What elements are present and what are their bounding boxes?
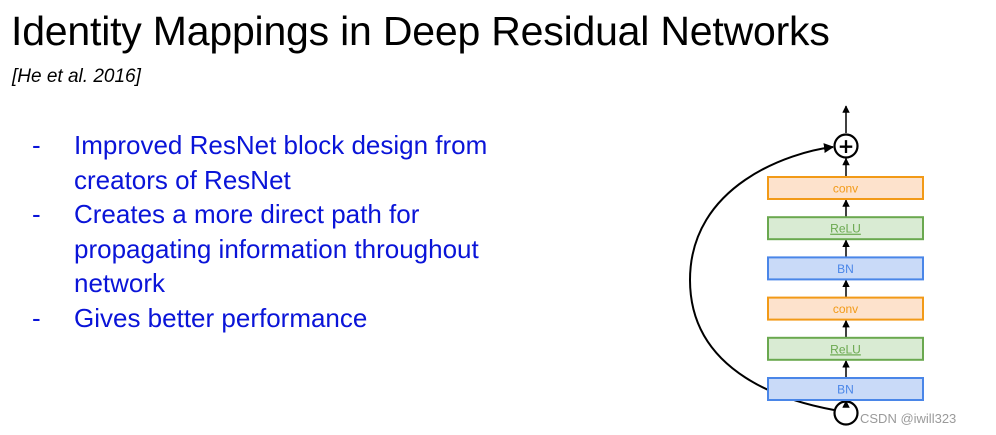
bullet-dash: -	[32, 302, 41, 333]
bn-layer-box	[767, 377, 924, 401]
input-node	[833, 400, 859, 426]
citation: [He et al. 2016]	[12, 66, 141, 87]
bullet-list: - Improved ResNet block design from crea…	[32, 128, 552, 335]
bn-layer-box	[767, 256, 924, 281]
bullet-item: - Creates a more direct path for propaga…	[32, 197, 552, 301]
bullet-dash: -	[32, 130, 41, 160]
bullet-text: Creates a more direct path for propagati…	[74, 199, 479, 298]
bn-layer-label: BN	[837, 262, 854, 276]
watermark: CSDN @iwill323	[860, 411, 957, 426]
conv-layer-label: conv	[833, 182, 858, 196]
bullet-item: - Improved ResNet block design from crea…	[32, 128, 552, 197]
bullet-dash: -	[32, 199, 41, 229]
conv-layer-label: conv	[833, 302, 858, 316]
bn-layer-label: BN	[837, 383, 854, 397]
conv-layer-box	[767, 176, 924, 200]
bullet-text: Gives better performance	[74, 302, 368, 333]
relu-layer-label: ReLU	[830, 222, 861, 236]
relu-layer-box	[767, 216, 924, 241]
add-node	[833, 133, 859, 159]
bullet-item: - Gives better performance	[32, 301, 552, 336]
bullet-text: Improved ResNet block design from creato…	[74, 130, 488, 195]
relu-layer-box	[767, 336, 924, 361]
slide-title: Identity Mappings in Deep Residual Netwo…	[11, 8, 830, 54]
relu-layer-label: ReLU	[830, 342, 861, 356]
add-symbol: +	[838, 134, 855, 158]
conv-layer-box	[767, 296, 924, 321]
